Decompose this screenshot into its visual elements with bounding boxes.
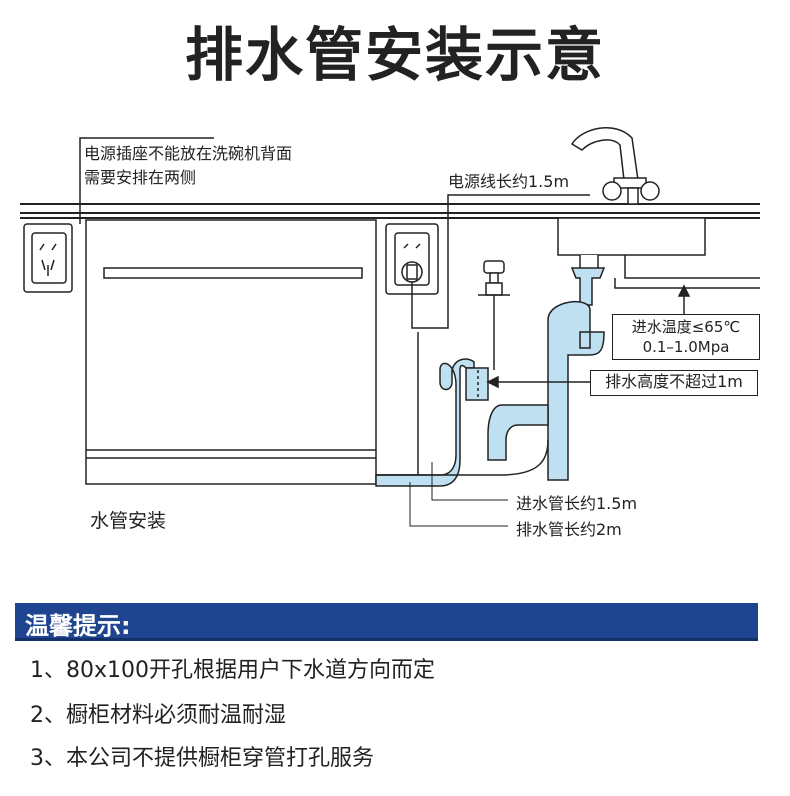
socket-note-line1: 电源插座不能放在洗碗机背面 <box>84 144 293 163</box>
drain-height-box: 排水高度不超过1m <box>590 370 758 396</box>
inlet-valve-icon <box>478 260 510 370</box>
hose-leader-lines <box>409 462 508 527</box>
left-wall-socket-icon <box>23 223 73 293</box>
sink <box>557 217 706 271</box>
socket-note-bracket <box>79 137 214 224</box>
faucet-icon <box>570 127 660 205</box>
tips-header: 温馨提示: <box>15 603 758 641</box>
sink-drain-pipe <box>487 267 606 481</box>
inlet-hose-label: 进水管长约1.5m <box>516 494 638 513</box>
power-cord-label: 电源线长约1.5m <box>448 172 570 191</box>
tip-item-1: 1、80x100开孔根据用户下水道方向而定 <box>30 658 436 683</box>
tip-item-3: 3、本公司不提供橱柜穿管打孔服务 <box>30 746 374 771</box>
right-wall-socket-icon <box>385 223 439 295</box>
inlet-temp-line2: 0.1–1.0Mpa <box>642 338 730 356</box>
inlet-temp-box: 进水温度≤65℃ 0.1–1.0Mpa <box>612 314 760 360</box>
tips-header-text: 温馨提示: <box>25 612 131 640</box>
drain-height-label: 排水高度不超过1m <box>605 372 743 391</box>
annotation-arrows <box>486 284 691 389</box>
diagram-drawing <box>20 127 760 527</box>
page-title: 排水管安装示意 <box>184 21 605 89</box>
tip-item-2: 2、橱柜材料必须耐温耐湿 <box>30 703 286 728</box>
drain-hose <box>375 358 549 487</box>
cabinet-lines <box>614 255 760 289</box>
inlet-temp-line1: 进水温度≤65℃ <box>631 318 741 336</box>
dishwasher <box>85 219 377 485</box>
drain-hose-label: 排水管长约2m <box>516 520 622 539</box>
installation-diagram: 电源插座不能放在洗碗机背面 需要安排在两侧 电源线长约1.5m 进水温度≤65℃… <box>0 100 790 550</box>
socket-note-line2: 需要安排在两侧 <box>84 168 197 187</box>
water-install-label: 水管安装 <box>90 510 167 532</box>
